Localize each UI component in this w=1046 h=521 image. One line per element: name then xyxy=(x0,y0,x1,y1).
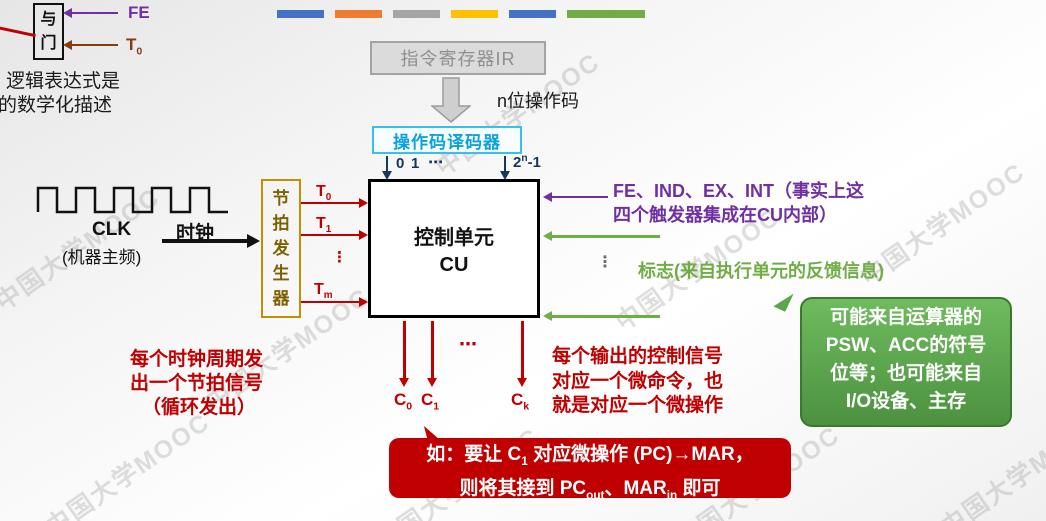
watermark: 中国大学MOOC xyxy=(40,407,216,521)
pulse-note-line2: 出一个节拍信号 xyxy=(130,373,264,394)
t0-input-arrow xyxy=(72,44,118,46)
tm-label: Tm xyxy=(314,281,333,302)
flipflop-input-arrow xyxy=(552,196,608,198)
micro-note-line2: 对应一个微命令，也 xyxy=(552,371,724,392)
color-bars xyxy=(277,10,645,18)
flag-note: 标志(来自执行单元的反馈信息) xyxy=(638,261,884,281)
flipflop-note-line2: 四个触发器集成在CU内部） xyxy=(613,205,837,225)
green-callout-line3: 位等；也可能来自 xyxy=(829,363,982,384)
pulse-generator-box: 节 拍 发 生 器 xyxy=(261,179,301,318)
clock-arrow xyxy=(162,239,247,243)
ck-label: Ck xyxy=(511,390,530,413)
c-dots: ⋯ xyxy=(459,334,477,354)
and-gate-box: 与 门 xyxy=(33,3,64,60)
t1-label: T1 xyxy=(316,215,332,236)
t0-arrow xyxy=(301,202,359,204)
decoder-out-arrow-0 xyxy=(386,156,388,171)
decoder-out-label-n: 2n-1 xyxy=(513,153,541,171)
color-bar xyxy=(509,10,556,18)
red-callout-box: 如：要让 C1 对应微操作 (PC)→MAR， 则将其接到 PCout、MARi… xyxy=(389,438,791,502)
c1-output-arrow xyxy=(431,321,434,378)
logic-note-line1: 逻辑表达式是 xyxy=(6,71,121,92)
and-gate-red-wire xyxy=(0,25,36,38)
cu-abbr: CU xyxy=(439,253,469,276)
t-dots: ⋮ xyxy=(332,249,347,266)
decoder-out-arrow-n xyxy=(504,156,506,171)
pulse-note-line3: （循环发出） xyxy=(142,397,257,418)
instruction-register-box: 指令寄存器IR xyxy=(370,41,546,75)
c0-output-arrow xyxy=(403,321,406,378)
pulse-note-line1: 每个时钟周期发 xyxy=(130,349,264,370)
clock-waveform xyxy=(36,186,228,214)
green-callout-box: 可能来自运算器的 PSW、ACC的符号 位等；也可能来自 I/O设备、主存 xyxy=(800,297,1012,427)
cu-title: 控制单元 xyxy=(414,226,494,249)
micro-note-line3: 就是对应一个微操作 xyxy=(552,395,724,416)
green-callout-line2: PSW、ACC的符号 xyxy=(825,335,987,356)
flipflop-note-line1: FE、IND、EX、INT（事实上这 xyxy=(613,181,865,201)
green-callout-line1: 可能来自运算器的 xyxy=(829,307,982,328)
color-bar xyxy=(277,10,324,18)
t0-label: T0 xyxy=(316,183,332,204)
green-callout-line4: I/O设备、主存 xyxy=(845,391,967,412)
clk-label: CLK xyxy=(92,219,132,240)
decoder-out-dots: ⋯ xyxy=(428,154,443,171)
opcode-note: n位操作码 xyxy=(497,91,580,111)
green-callout-tail xyxy=(773,288,794,312)
red-callout-line1: 如：要让 C1 对应微操作 (PC)→MAR， xyxy=(426,444,754,468)
c0-label: C0 xyxy=(394,390,413,413)
ir-to-decoder-arrow xyxy=(431,77,471,123)
flag-input-arrow-1 xyxy=(552,235,660,238)
fe-input-arrow xyxy=(72,12,118,14)
flag-dots: ⋮ xyxy=(597,254,613,271)
ck-output-arrow xyxy=(521,321,524,378)
red-callout-line2: 则将其接到 PCout、MARin 即可 xyxy=(459,477,721,502)
decoder-out-label-1: 1 xyxy=(411,155,420,172)
t0-input-label: T0 xyxy=(126,35,143,58)
color-bar xyxy=(335,10,382,18)
c1-label: C1 xyxy=(421,390,440,413)
logic-note-line2: 的数学化描述 xyxy=(0,95,113,116)
t1-arrow xyxy=(301,234,359,236)
color-bar xyxy=(567,10,645,18)
flag-input-arrow-2 xyxy=(552,315,660,318)
fe-label: FE xyxy=(128,3,150,22)
opcode-decoder-box: 操作码译码器 xyxy=(372,126,522,154)
color-bar xyxy=(393,10,440,18)
control-unit-box: 控制单元 CU xyxy=(368,179,540,318)
color-bar xyxy=(451,10,498,18)
tm-arrow xyxy=(301,301,359,303)
decoder-out-label-0: 0 xyxy=(396,155,405,172)
micro-note-line1: 每个输出的控制信号 xyxy=(552,346,724,367)
clk-freq-label: (机器主频) xyxy=(62,248,142,267)
